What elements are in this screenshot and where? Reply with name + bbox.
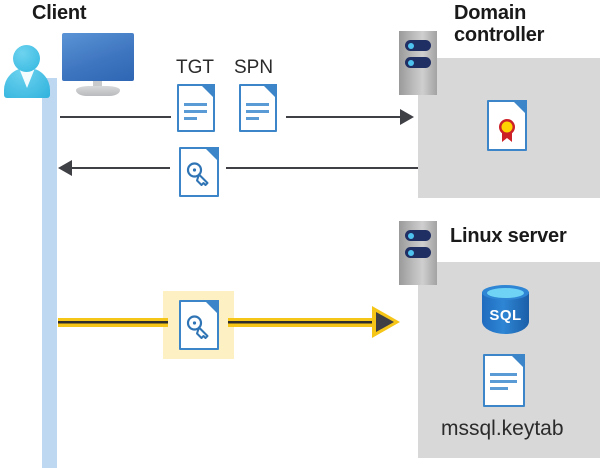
certificate-seal-icon bbox=[499, 119, 515, 142]
server-led-icon bbox=[405, 40, 431, 51]
response-flow-line-right bbox=[226, 167, 418, 169]
document-lines-shape bbox=[184, 103, 207, 124]
certificate-document-icon bbox=[487, 100, 527, 151]
keytab-document-icon bbox=[483, 354, 525, 407]
document-fold-shape bbox=[510, 354, 525, 369]
client-user-collar-icon bbox=[19, 68, 35, 88]
linux-server-label: Linux server bbox=[450, 225, 567, 247]
response-flow-line-left bbox=[72, 167, 170, 169]
domain-controller-label-line2: controller bbox=[454, 24, 545, 47]
document-page-shape bbox=[177, 84, 215, 132]
document-page-shape bbox=[179, 300, 219, 350]
document-fold-shape bbox=[200, 84, 215, 99]
key-icon bbox=[186, 162, 209, 186]
keytab-flow-line-right bbox=[228, 318, 380, 327]
document-fold-shape bbox=[512, 100, 527, 115]
request-flow-arrowhead-icon bbox=[400, 109, 414, 125]
client-monitor-base-icon bbox=[76, 86, 120, 96]
document-fold-shape bbox=[262, 84, 277, 99]
domain-controller-label-line1: Domain bbox=[454, 2, 527, 24]
service-ticket-key-document-icon bbox=[179, 147, 219, 197]
linux-server-icon bbox=[399, 221, 437, 285]
spn-label: SPN bbox=[234, 57, 274, 78]
spn-document-icon bbox=[239, 84, 277, 132]
client-label: Client bbox=[32, 2, 87, 24]
keytab-flow-line-left bbox=[58, 318, 168, 327]
client-user-head-icon bbox=[13, 45, 40, 72]
client-lifeline bbox=[42, 78, 57, 468]
request-flow-line-right bbox=[286, 116, 406, 118]
server-led-icon bbox=[405, 247, 431, 258]
keytab-flow-arrowhead-icon bbox=[376, 312, 394, 332]
document-fold-shape bbox=[204, 147, 219, 162]
domain-controller-server-icon bbox=[399, 31, 437, 95]
sql-database-icon: SQL bbox=[482, 285, 529, 341]
document-fold-shape bbox=[204, 300, 219, 315]
document-lines-shape bbox=[490, 373, 517, 394]
document-lines-shape bbox=[246, 103, 269, 124]
keytab-key-document-icon bbox=[179, 300, 219, 350]
database-top-inner-shape bbox=[487, 288, 524, 298]
tgt-label: TGT bbox=[176, 57, 214, 78]
server-led-icon bbox=[405, 230, 431, 241]
keytab-filename-label: mssql.keytab bbox=[441, 417, 564, 440]
server-led-icon bbox=[405, 57, 431, 68]
domain-controller-label: Domain controller bbox=[454, 2, 584, 47]
sql-database-label: SQL bbox=[489, 307, 522, 324]
response-flow-arrowhead-icon bbox=[58, 160, 72, 176]
tgt-document-icon bbox=[177, 84, 215, 132]
key-icon bbox=[186, 315, 209, 339]
client-monitor-icon bbox=[62, 33, 134, 81]
request-flow-line-left bbox=[60, 116, 171, 118]
